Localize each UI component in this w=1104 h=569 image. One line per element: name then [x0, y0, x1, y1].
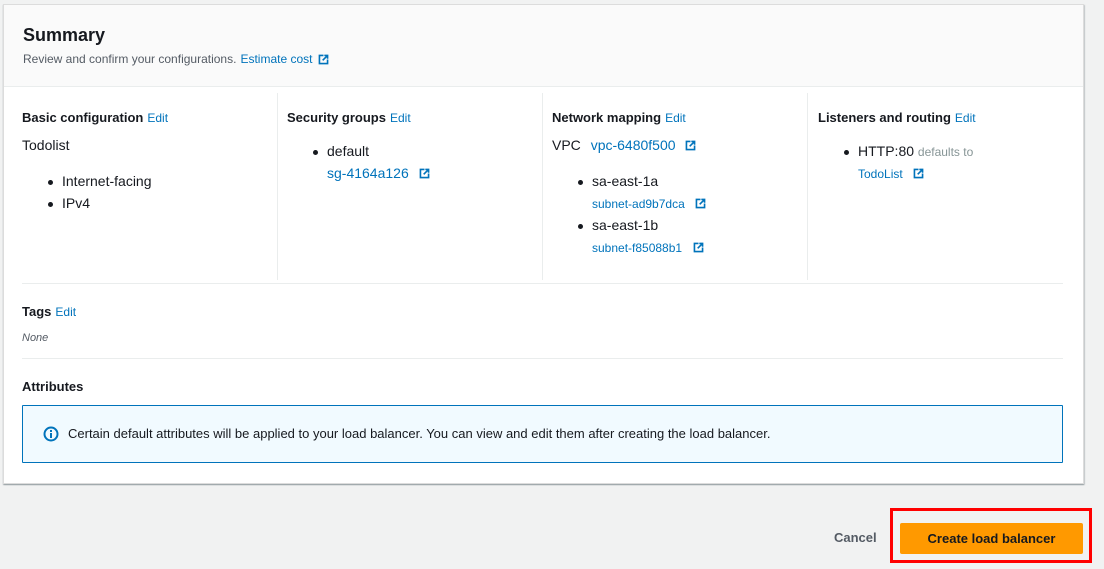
defaults-to-label: defaults to	[917, 145, 974, 159]
basic-configuration-title: Basic configuration	[22, 110, 144, 125]
subnet-link-row: subnet-f85088b1	[592, 239, 705, 257]
subnet-link[interactable]: subnet-f85088b1	[592, 241, 683, 255]
network-mapping-title: Network mapping	[552, 110, 662, 125]
ip-type-item: IPv4	[47, 195, 91, 211]
section-divider	[22, 283, 1063, 284]
summary-card: Summary Review and confirm your configur…	[3, 4, 1084, 484]
summary-subtitle: Review and confirm your configurations. …	[23, 52, 330, 66]
external-link-icon[interactable]	[694, 197, 707, 210]
basic-configuration-edit-link[interactable]: Edit	[147, 111, 169, 125]
listeners-routing-title: Listeners and routing	[818, 110, 951, 125]
availability-zone: sa-east-1a	[577, 173, 659, 189]
scheme-item: Internet-facing	[48, 173, 152, 189]
target-group-link[interactable]: TodoList	[858, 167, 903, 181]
security-groups-edit-link[interactable]: Edit	[389, 111, 411, 125]
estimate-cost-link[interactable]: Estimate cost	[240, 52, 313, 66]
tags-edit-link[interactable]: Edit	[55, 305, 77, 319]
column-divider	[807, 93, 808, 280]
listener-item: HTTP:80 defaults to	[843, 143, 974, 159]
cancel-button[interactable]: Cancel	[834, 530, 877, 545]
target-group-link-row: TodoList	[858, 165, 925, 183]
external-link-icon[interactable]	[317, 53, 330, 66]
highlight-box	[890, 508, 1092, 563]
tags-title: Tags	[22, 304, 52, 319]
section-divider	[22, 358, 1063, 359]
create-load-balancer-button[interactable]: Create load balancer	[900, 523, 1083, 554]
load-balancer-name: Todolist	[22, 137, 70, 153]
info-icon	[43, 426, 59, 442]
vpc-label: VPC	[552, 137, 581, 153]
external-link-icon[interactable]	[692, 241, 705, 254]
attributes-heading: Attributes	[22, 379, 84, 394]
external-link-icon[interactable]	[912, 167, 925, 180]
column-divider	[277, 93, 278, 280]
availability-zone: sa-east-1b	[577, 217, 659, 233]
security-group-name: default	[312, 143, 370, 159]
network-mapping-edit-link[interactable]: Edit	[665, 111, 686, 125]
column-divider	[542, 93, 543, 280]
security-group-link-row: sg-4164a126	[327, 165, 431, 183]
listeners-routing-edit-link[interactable]: Edit	[954, 111, 976, 125]
summary-header: Summary Review and confirm your configur…	[4, 5, 1083, 87]
external-link-icon[interactable]	[684, 139, 697, 152]
attributes-info-alert: Certain default attributes will be appli…	[22, 405, 1063, 463]
vpc-id-link[interactable]: vpc-6480f500	[590, 137, 676, 153]
tags-value: None	[22, 332, 49, 344]
vpc-row: VPC vpc-6480f500	[552, 137, 697, 153]
subnet-link[interactable]: subnet-ad9b7dca	[592, 197, 685, 211]
subnet-link-row: subnet-ad9b7dca	[592, 195, 707, 213]
external-link-icon[interactable]	[418, 167, 431, 180]
summary-title: Summary	[23, 25, 106, 45]
attributes-info-message: Certain default attributes will be appli…	[68, 426, 771, 441]
summary-description: Review and confirm your configurations.	[23, 52, 237, 66]
listener-protocol-port: HTTP:80	[858, 143, 915, 159]
security-groups-title: Security groups	[287, 110, 386, 125]
security-group-id-link[interactable]: sg-4164a126	[327, 165, 409, 181]
